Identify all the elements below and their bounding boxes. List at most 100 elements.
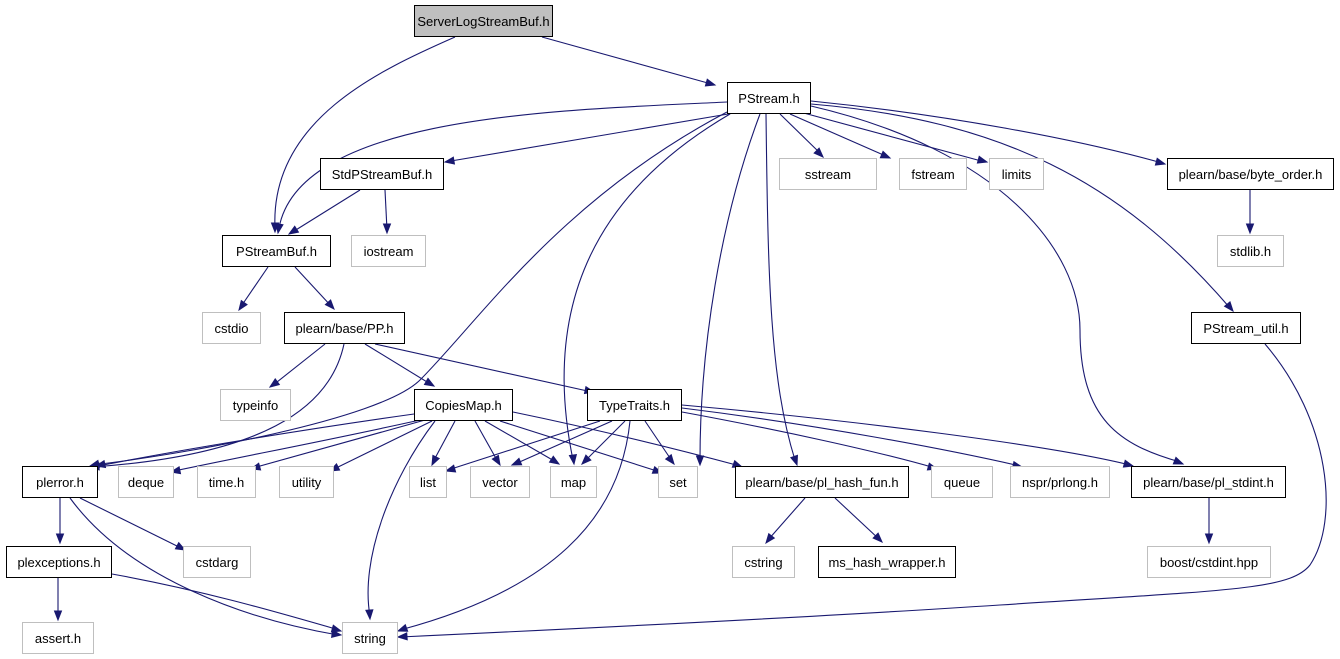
- edge-typetraits-to-set: [644, 420, 673, 462]
- arrowhead-pstream-to-pstreambuf: [275, 222, 284, 235]
- arrowhead-stdpstreambuf-to-pstreambuf: [287, 225, 300, 235]
- node-cstdarg[interactable]: cstdarg: [183, 546, 251, 578]
- node-list[interactable]: list: [409, 466, 447, 498]
- arrowhead-pstream-to-pstreamutil: [1223, 300, 1234, 313]
- node-byte-order-h[interactable]: plearn/base/byte_order.h: [1167, 158, 1334, 190]
- node-limits[interactable]: limits: [989, 158, 1044, 190]
- node-pl-stdint-h[interactable]: plearn/base/pl_stdint.h: [1131, 466, 1286, 498]
- edge-pstreambuf-to-cstdio: [239, 266, 269, 309]
- edge-typetraits-to-queue: [681, 411, 936, 469]
- edge-copiesmap-to-utility: [331, 420, 433, 471]
- edge-pstream-to-stdint: [810, 105, 1181, 463]
- node-vector[interactable]: vector: [470, 466, 530, 498]
- node-sstream[interactable]: sstream: [779, 158, 877, 190]
- arrowhead-pstreambuf-to-cstdio: [238, 299, 248, 312]
- edge-pstream-to-limits: [799, 111, 986, 163]
- edge-copiesmap-to-set: [499, 420, 661, 473]
- edge-copiesmap-to-map: [484, 420, 557, 463]
- node-pstream-util-h[interactable]: PStream_util.h: [1191, 312, 1301, 344]
- arrowhead-plexceptions-to-string: [330, 624, 343, 633]
- edge-pstream-to-sstream: [779, 113, 823, 156]
- edge-pstream-to-fstream: [789, 113, 889, 158]
- node-pl-hash-fun-h[interactable]: plearn/base/pl_hash_fun.h: [735, 466, 909, 498]
- node-plerror-h[interactable]: plerror.h: [22, 466, 98, 498]
- arrowhead-hashfun-to-cstring: [765, 532, 776, 545]
- edge-pp-to-copiesmap: [364, 343, 433, 386]
- edge-pstream-to-plerror: [91, 111, 728, 466]
- edge-pstream-to-set: [699, 113, 761, 461]
- node-queue[interactable]: queue: [931, 466, 993, 498]
- node-iostream[interactable]: iostream: [351, 235, 426, 267]
- node-set[interactable]: set: [658, 466, 698, 498]
- node-pp-h[interactable]: plearn/base/PP.h: [284, 312, 405, 344]
- arrowhead-byteorder-to-stdlib: [1245, 223, 1255, 235]
- edge-copiesmap-to-hashfun: [512, 411, 741, 467]
- node-string[interactable]: string: [342, 622, 398, 654]
- edge-copiesmap-to-list: [432, 420, 456, 463]
- node-utility[interactable]: utility: [279, 466, 334, 498]
- arrowhead-plexceptions-to-asserth: [53, 610, 63, 622]
- node-boost-cstdint-hpp[interactable]: boost/cstdint.hpp: [1147, 546, 1271, 578]
- edge-plexceptions-to-string: [111, 573, 340, 631]
- edge-pstreamutil-to-string: [399, 343, 1327, 638]
- node-fstream[interactable]: fstream: [899, 158, 967, 190]
- arrowhead-pstream-to-byteorder: [1154, 157, 1167, 166]
- arrowhead-pstream-to-stdint: [1172, 456, 1185, 465]
- edge-typetraits-to-stdint: [681, 404, 1131, 466]
- arrowhead-pstream-to-map: [568, 454, 578, 466]
- node-plexceptions-h[interactable]: plexceptions.h: [6, 546, 112, 578]
- edge-typetraits-to-prlong: [681, 407, 1021, 467]
- node-cstring[interactable]: cstring: [732, 546, 795, 578]
- node-serverlogstreambuf-h[interactable]: ServerLogStreamBuf.h: [414, 5, 553, 37]
- node-stdlib-h[interactable]: stdlib.h: [1217, 235, 1284, 267]
- arrowhead-pstream-to-stdpstreambuf: [443, 156, 456, 165]
- node-pstream-h[interactable]: PStream.h: [727, 82, 811, 114]
- node-copiesmap-h[interactable]: CopiesMap.h: [414, 389, 513, 421]
- arrowhead-typetraits-to-map: [581, 454, 592, 465]
- edge-root-to-pstreambuf: [274, 36, 456, 229]
- arrowhead-pstream-to-hashfun: [789, 454, 799, 467]
- arrowhead-copiesmap-to-plerror: [94, 459, 107, 469]
- edge-copiesmap-to-vector: [474, 420, 499, 463]
- edge-plerror-to-cstdarg: [79, 497, 184, 550]
- edge-typetraits-to-string: [399, 420, 631, 631]
- edge-copiesmap-to-deque: [173, 419, 421, 472]
- node-assert-h[interactable]: assert.h: [22, 622, 94, 654]
- arrowhead-copiesmap-to-list: [431, 454, 441, 467]
- node-typeinfo[interactable]: typeinfo: [220, 389, 291, 421]
- arrowhead-pstreamutil-to-string: [396, 632, 408, 641]
- arrowhead-stdint-to-boostcstdint: [1204, 533, 1214, 545]
- edge-copiesmap-to-timeh: [252, 419, 426, 469]
- edge-pstream-to-hashfun: [765, 113, 796, 461]
- edge-pstreambuf-to-pp: [294, 266, 333, 308]
- edge-hashfun-to-cstring: [767, 497, 806, 541]
- edge-typetraits-to-list: [447, 420, 601, 471]
- arrowhead-pstream-to-set: [695, 455, 705, 467]
- edge-pstream-to-stdpstreambuf: [444, 111, 741, 163]
- edge-pstream-to-byteorder: [810, 100, 1163, 164]
- edge-pp-to-typeinfo: [271, 343, 326, 387]
- arrowhead-typetraits-to-stdint: [1122, 459, 1135, 468]
- node-pstreambuf-h[interactable]: PStreamBuf.h: [222, 235, 331, 267]
- node-map[interactable]: map: [550, 466, 597, 498]
- arrowhead-plerror-to-cstdarg: [174, 541, 187, 551]
- arrowhead-plerror-to-plexceptions: [55, 533, 65, 545]
- edge-stdpstreambuf-to-pstreambuf: [290, 189, 361, 234]
- arrowhead-pstream-to-fstream: [879, 150, 892, 159]
- node-cstdio[interactable]: cstdio: [202, 312, 261, 344]
- node-stdpstreambuf-h[interactable]: StdPStreamBuf.h: [320, 158, 444, 190]
- node-deque[interactable]: deque: [118, 466, 174, 498]
- arrowhead-hashfun-to-mshash: [872, 532, 883, 543]
- edge-pstream-to-pstreamutil: [810, 103, 1231, 309]
- edge-copiesmap-to-string: [367, 420, 436, 617]
- arrowhead-copiesmap-to-string: [365, 609, 374, 621]
- node-ms-hash-wrapper-h[interactable]: ms_hash_wrapper.h: [818, 546, 956, 578]
- node-prlong-h[interactable]: nspr/prlong.h: [1010, 466, 1110, 498]
- arrowhead-copiesmap-to-map: [548, 455, 561, 465]
- edge-typetraits-to-vector: [514, 420, 613, 465]
- node-typetraits-h[interactable]: TypeTraits.h: [587, 389, 682, 421]
- node-time-h[interactable]: time.h: [197, 466, 256, 498]
- edge-pstream-to-pstreambuf: [278, 101, 728, 229]
